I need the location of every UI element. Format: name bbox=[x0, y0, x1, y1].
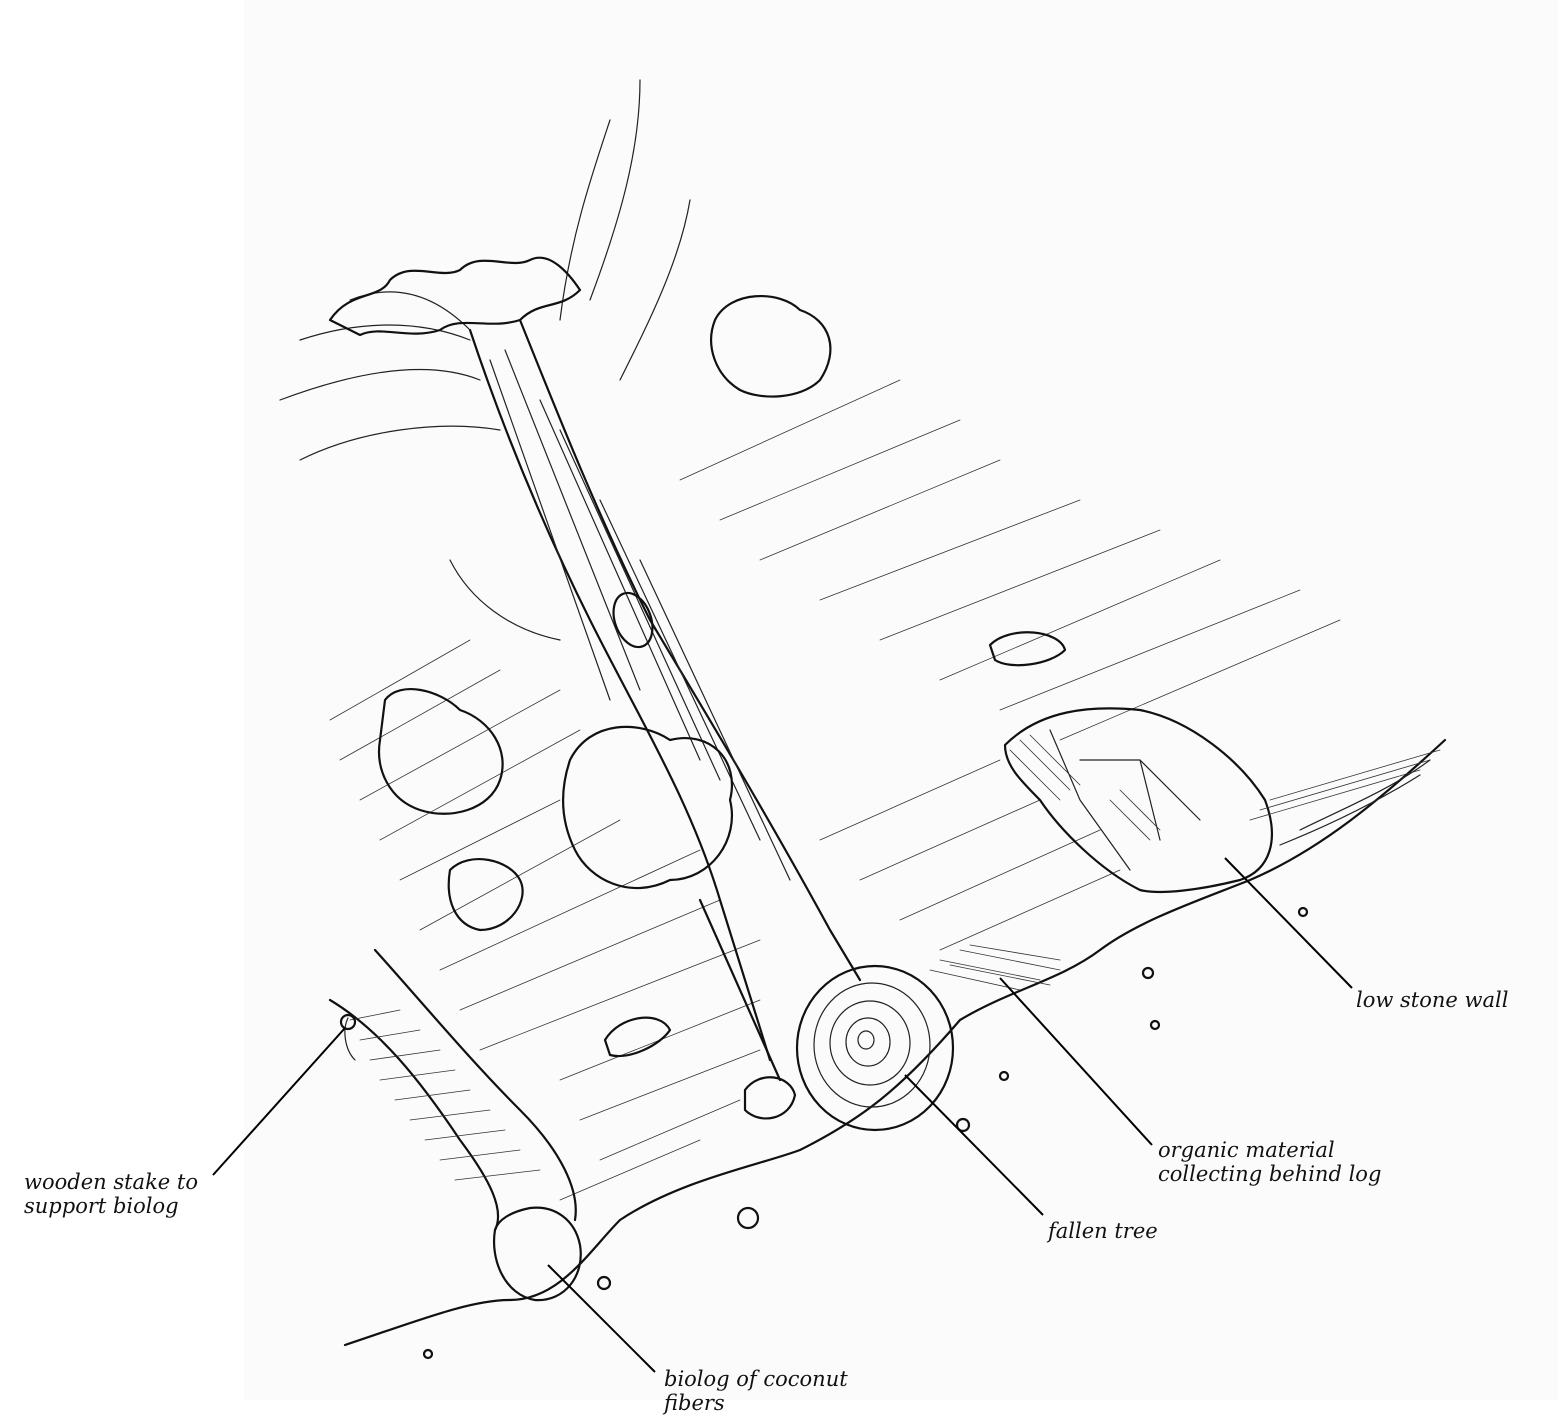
leader-wooden-stake bbox=[213, 1028, 345, 1175]
fallen-tree-log bbox=[700, 900, 953, 1130]
leader-fallen-tree bbox=[905, 1075, 1043, 1215]
ground-line bbox=[345, 740, 1445, 1345]
leader-organic-material bbox=[1000, 978, 1152, 1145]
bank-texture bbox=[330, 380, 1340, 1200]
biolog bbox=[330, 950, 581, 1300]
leader-stone-wall bbox=[1225, 858, 1352, 988]
leader-biolog bbox=[548, 1265, 655, 1372]
label-stone-wall: low stone wall bbox=[1356, 988, 1508, 1012]
organic-material bbox=[930, 750, 1440, 990]
label-wooden-stake: wooden stake to support biolog bbox=[24, 1170, 198, 1218]
label-organic-material: organic material collecting behind log bbox=[1158, 1138, 1381, 1186]
label-biolog: biolog of coconut fibers bbox=[664, 1367, 848, 1415]
tree-trunk bbox=[280, 80, 860, 1060]
stones bbox=[424, 632, 1307, 1358]
label-fallen-tree: fallen tree bbox=[1048, 1219, 1158, 1243]
